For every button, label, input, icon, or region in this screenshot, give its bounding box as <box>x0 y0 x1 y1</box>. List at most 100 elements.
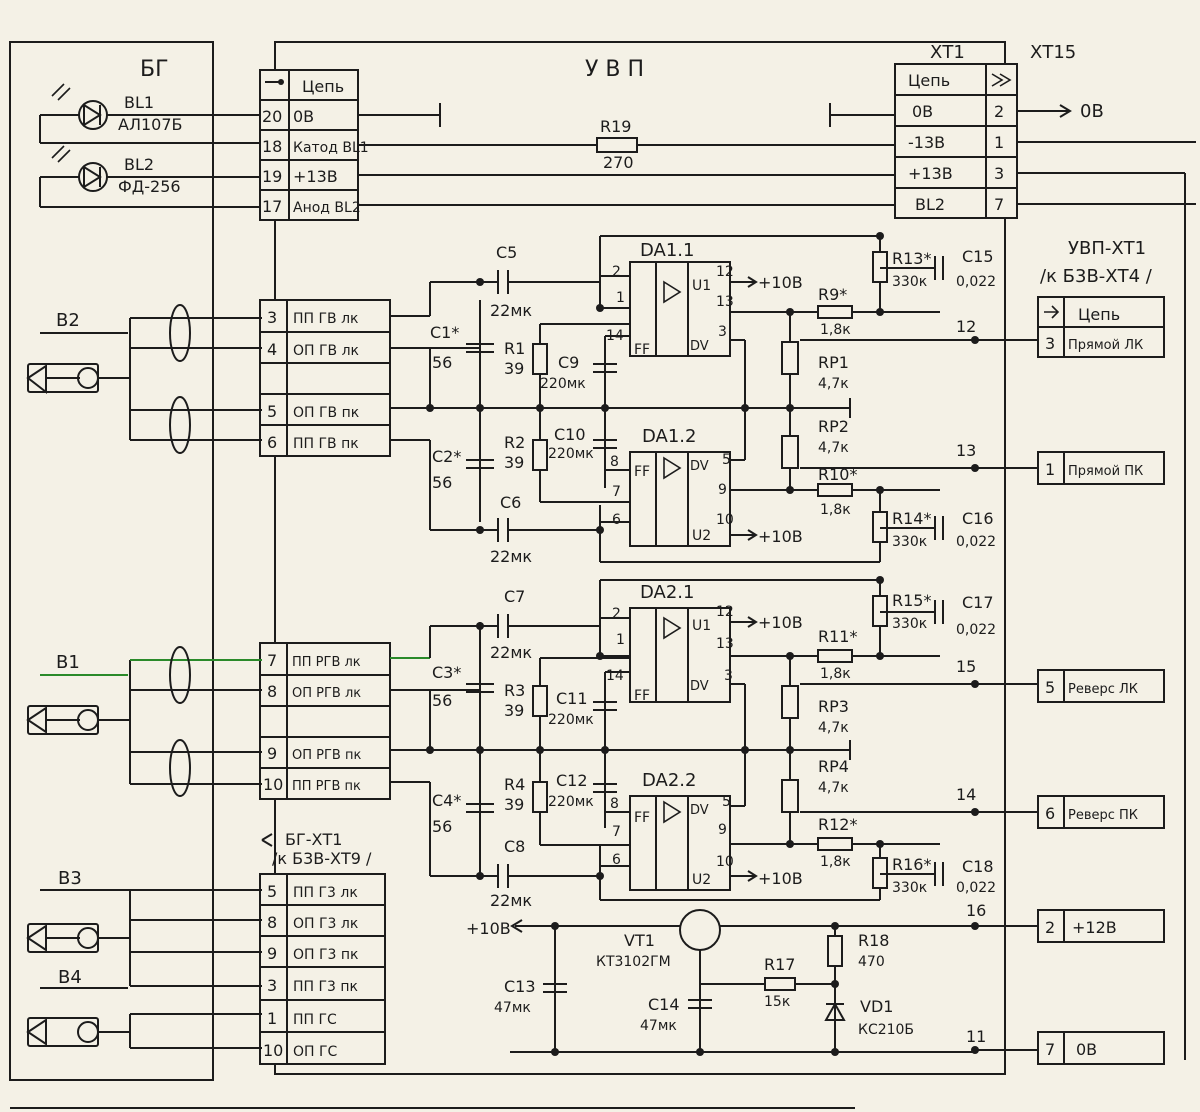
pin-number: 12 <box>716 604 734 620</box>
power-supply <box>510 909 975 1056</box>
pin-number: 5 <box>722 794 731 810</box>
uvp-name: ОП РГВ лк <box>292 686 361 701</box>
r4-val: 39 <box>504 795 524 814</box>
c3-ref: C3* <box>432 663 461 682</box>
r12-val: 1,8к <box>820 854 851 870</box>
c13-val: 47мк <box>494 1000 531 1016</box>
pin-dv: DV <box>690 679 709 694</box>
r17-ref: R17 <box>764 955 795 974</box>
pin-u1: U1 <box>692 278 711 294</box>
c3-val: 56 <box>432 691 452 710</box>
node-label: 14 <box>956 785 976 804</box>
right-pin: 1 <box>1045 460 1055 479</box>
c10-val: 220мк <box>548 446 594 462</box>
c6-ref: C6 <box>500 493 521 512</box>
rp2-ref: RP2 <box>818 417 849 436</box>
uvp-top-name: Анод BL2 <box>293 200 361 216</box>
c8-ref: C8 <box>504 837 525 856</box>
bg-name: ПП ГС <box>293 1012 337 1028</box>
pin-number: 1 <box>616 290 625 306</box>
bg-pin: 9 <box>267 944 277 963</box>
c13-ref: C13 <box>504 977 536 996</box>
r17-val: 15к <box>764 994 790 1010</box>
uvp-k-label: /к Б3В-ХТ4 / <box>1040 266 1153 287</box>
c5-ref: C5 <box>496 243 517 262</box>
uvp-pin: 10 <box>263 775 283 794</box>
xt1-pin: 3 <box>994 164 1004 183</box>
c4-ref: C4* <box>432 791 461 810</box>
bl1-type: АЛ107Б <box>118 115 183 134</box>
r3-val: 39 <box>504 701 524 720</box>
pots-rp <box>781 341 799 813</box>
r2-ref: R2 <box>504 433 525 452</box>
r13-ref: R13* <box>892 249 931 268</box>
res-r13-r16 <box>872 251 944 889</box>
uvp-name: ПП РГВ лк <box>292 655 361 670</box>
bg-pin: 3 <box>267 976 277 995</box>
right-pin: 7 <box>1045 1040 1055 1059</box>
rp1-ref: RP1 <box>818 353 849 372</box>
opamp-label: DA2.1 <box>640 582 694 603</box>
xt1-pin: 2 <box>994 102 1004 121</box>
right-table <box>1037 296 1165 1065</box>
uvp-frame <box>274 41 1006 1075</box>
connector-b4 <box>26 987 262 1049</box>
c11-val: 220мк <box>548 712 594 728</box>
right-name: Реверс ЛК <box>1068 682 1138 697</box>
xt1-pin: 7 <box>994 195 1004 214</box>
pin-number: 14 <box>606 668 624 684</box>
uvp-pin: 7 <box>267 651 277 670</box>
connector-b2 <box>26 304 262 454</box>
cap-c1-c4 <box>466 343 494 813</box>
pin-number: 2 <box>612 606 621 622</box>
r1-ref: R1 <box>504 339 525 358</box>
c18-ref: C18 <box>962 857 994 876</box>
pin-number: 10 <box>716 854 734 870</box>
supply-arrows <box>730 276 758 882</box>
c10-ref: C10 <box>554 425 586 444</box>
uvp-top-pin: 19 <box>262 167 282 186</box>
bl2-diode <box>39 145 262 208</box>
pin-number: 5 <box>722 452 731 468</box>
xt15-label: ХТ15 <box>1030 42 1076 63</box>
r13-val: 330к <box>892 274 927 290</box>
pin-number: 9 <box>718 822 727 838</box>
c14-val: 47мк <box>640 1018 677 1034</box>
xt1-name: 0В <box>912 102 933 121</box>
uvp-pin: 6 <box>267 433 277 452</box>
pin-number: 9 <box>718 482 727 498</box>
uvp-pin: 5 <box>267 402 277 421</box>
vd1-val: КС210Б <box>858 1022 914 1038</box>
r19-ref: R19 <box>600 117 631 136</box>
node-label: 16 <box>966 901 986 920</box>
r12-ref: R12* <box>818 815 857 834</box>
opamp-da22 <box>629 795 731 891</box>
r15-ref: R15* <box>892 591 931 610</box>
right-name: Реверс ПК <box>1068 808 1138 823</box>
c7-val: 22мк <box>490 643 532 662</box>
r1-val: 39 <box>504 359 524 378</box>
c1-val: 56 <box>432 353 452 372</box>
bg-label: БГ <box>140 57 169 82</box>
r2-val: 39 <box>504 453 524 472</box>
c17-ref: C17 <box>962 593 994 612</box>
uvp-name: ОП ГВ лк <box>293 343 359 359</box>
pin-number: 7 <box>612 824 621 840</box>
c16-ref: C16 <box>962 509 994 528</box>
pin-number: 8 <box>610 454 619 470</box>
rp3-val: 4,7к <box>818 720 849 736</box>
xt1-label: ХТ1 <box>930 42 965 63</box>
uvp-pin: 9 <box>267 744 277 763</box>
r11-val: 1,8к <box>820 666 851 682</box>
r19-val: 270 <box>603 153 634 172</box>
r14-ref: R14* <box>892 509 931 528</box>
xt1-name: -13В <box>908 133 945 152</box>
right-name: Прямой ЛК <box>1068 338 1143 353</box>
r9-val: 1,8к <box>820 322 851 338</box>
right-name: 0В <box>1076 1040 1097 1059</box>
bg-xt1-label: БГ-ХТ1 <box>285 830 342 849</box>
r10-val: 1,8к <box>820 502 851 518</box>
arrow <box>261 833 273 847</box>
pin-number: 1 <box>616 632 625 648</box>
r4-ref: R4 <box>504 775 525 794</box>
